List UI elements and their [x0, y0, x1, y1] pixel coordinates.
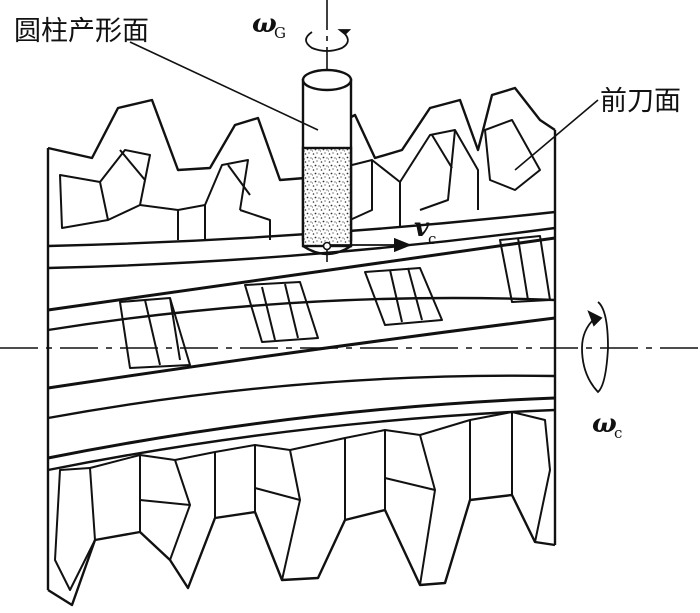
lower-teeth	[54, 411, 551, 591]
rake-face-label: 前刀面	[600, 86, 681, 117]
helix-band-6	[47, 374, 556, 420]
velocity-subscript: c	[428, 230, 436, 248]
middle-teeth	[119, 235, 551, 369]
velocity-symbol: v	[414, 213, 430, 243]
helix-band-7	[47, 396, 556, 460]
omega-c-subscript: c	[614, 424, 622, 442]
leader-cylinder-surface	[129, 41, 319, 131]
upper-teeth	[59, 119, 541, 240]
omega-g-subscript: G	[274, 24, 286, 42]
omega-c-symbol: ω	[592, 409, 617, 439]
bottom-tooth-profile	[47, 493, 556, 607]
hob-body	[46, 86, 557, 607]
helix-band-8	[47, 408, 556, 472]
helix-band-4	[47, 296, 556, 332]
helix-band-3	[47, 236, 556, 312]
omega-g-symbol: ω	[252, 9, 277, 39]
omega-g-rotation-arrow	[305, 29, 352, 52]
helix-band-5	[47, 316, 556, 390]
cylindrical-grinding-wheel	[301, 68, 353, 256]
helix-band-2	[47, 226, 556, 270]
cylinder-surface-label: 圆柱产形面	[14, 16, 149, 47]
helix-band-1	[47, 210, 556, 248]
omega-c-rotation-arrow	[581, 301, 609, 394]
leader-rake-face	[514, 99, 599, 171]
top-tooth-profile	[47, 86, 556, 182]
